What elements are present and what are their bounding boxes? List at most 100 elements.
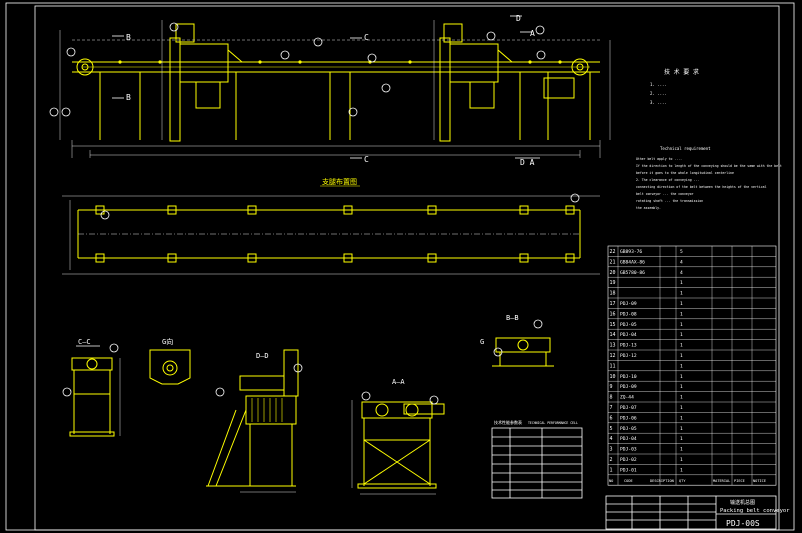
bom-row-code: PDJ-04 — [620, 332, 637, 338]
bom-row-number: 15 — [610, 322, 616, 328]
bom-row-number: 6 — [610, 415, 613, 421]
bom-row-qty: 1 — [680, 322, 683, 328]
tech-req-heading-en: Technical requirement — [660, 146, 711, 151]
tech-req-en-line-6: belt conveyor ... the conveyor — [636, 192, 694, 196]
bom-row-number: 18 — [610, 291, 616, 297]
title-block: 输送机总图 Packing belt conveyor PDJ-00S — [605, 495, 790, 530]
bom-header-cell: DESCRIPTION — [650, 479, 674, 483]
bom-row-code: GB5780-86 — [620, 270, 645, 276]
tech-req-en-line-5: connecting direction of the belt between… — [636, 185, 767, 189]
bom-row-qty: 1 — [680, 405, 683, 411]
drawing-frame-inner — [34, 5, 780, 531]
bom-row-number: 21 — [610, 259, 616, 265]
main-elevation-view: B B C C D A D A — [49, 14, 611, 167]
bom-row-code: PDJ-04 — [620, 436, 637, 442]
view-g: G向 — [149, 337, 191, 385]
title-project-en: Packing belt conveyor — [720, 508, 790, 514]
tech-req-en-line-7: rotating shaft ... the transmission — [636, 199, 703, 203]
bom-header-cell: NOTICE — [753, 479, 766, 483]
bom-row-code: PDJ-09 — [620, 384, 637, 390]
bom-row-qty: 1 — [680, 291, 683, 297]
section-mark-b-bottom: B — [126, 93, 131, 102]
tech-req-cn-line-3: 3. .... — [650, 100, 667, 105]
spec-table-heading: 技术性能参数表 — [494, 419, 522, 425]
bom-row-qty: 1 — [680, 363, 683, 369]
bom-row-number: 2 — [610, 457, 613, 463]
section-mark-d-top: D — [516, 14, 521, 23]
section-g-label: G — [480, 338, 484, 346]
tech-req-en-line-8: the assembly. — [636, 206, 661, 210]
section-cc-label: C—C — [78, 338, 91, 346]
technical-requirements: 技 术 要 求 1. .... 2. .... 3. .... Technica… — [636, 68, 782, 210]
plan-view-title: 支腿布置图 — [322, 177, 357, 186]
bom-row-qty: 4 — [680, 270, 683, 276]
bom-row-qty: 1 — [680, 311, 683, 317]
tech-req-en-line-3: before it goes to the whole longitudinal… — [636, 171, 734, 175]
bom-row-code: PDJ-01 — [620, 467, 637, 473]
bom-row-qty: 1 — [680, 374, 683, 380]
bom-row-number: 3 — [610, 447, 613, 453]
bom-row-number: 17 — [610, 301, 616, 307]
bom-row-number: 7 — [610, 405, 613, 411]
bom-row-number: 19 — [610, 280, 616, 286]
bom-row-number: 4 — [610, 436, 613, 442]
bom-row-code: PDJ-07 — [620, 405, 637, 411]
bom-row-number: 12 — [610, 353, 616, 359]
bom-row-number: 10 — [610, 374, 616, 380]
bom-row-code: PDJ-13 — [620, 343, 637, 349]
section-bb-label: B—B — [506, 314, 519, 322]
tech-req-cn-line-2: 2. .... — [650, 91, 667, 96]
bom-row-number: 9 — [610, 384, 613, 390]
tech-req-en-line-2: If the direction to length of the convey… — [636, 164, 782, 168]
bom-row-qty: 1 — [680, 415, 683, 421]
bom-row-code: PDJ-05 — [620, 322, 637, 328]
bom-row-number: 16 — [610, 311, 616, 317]
section-view-bb: B—B G — [480, 314, 554, 367]
bom-row-code: PDJ-10 — [620, 374, 637, 380]
bom-header-cell: PIECE — [734, 479, 745, 483]
view-g-label: G向 — [162, 337, 173, 346]
bom-row-qty: 1 — [680, 332, 683, 338]
bom-header-cell: CODE — [624, 479, 633, 483]
bom-row-qty: 1 — [680, 457, 683, 463]
bom-row-qty: 4 — [680, 259, 683, 265]
section-mark-a-top: A — [530, 29, 535, 38]
bom-row-qty: 1 — [680, 353, 683, 359]
section-aa-label: A—A — [392, 378, 405, 386]
bom-row-number: 5 — [610, 426, 613, 432]
section-view-dd: D—D — [206, 349, 303, 493]
bom-row-code: PDJ-12 — [620, 353, 637, 359]
bom-row-number: 20 — [610, 270, 616, 276]
bom-row-qty: 1 — [680, 426, 683, 432]
bom-row-code: PDJ-05 — [620, 426, 637, 432]
bom-row-code: PDJ-06 — [620, 415, 637, 421]
section-mark-c-bottom: C — [364, 155, 369, 164]
bom-row-qty: 1 — [680, 395, 683, 401]
bom-row-code: PDJ-08 — [620, 311, 637, 317]
bom-row-number: 11 — [610, 363, 616, 369]
bom-row-code: GB893-76 — [620, 249, 642, 255]
bom-row-number: 8 — [610, 395, 613, 401]
bom-row-qty: 1 — [680, 436, 683, 442]
bom-row-qty: 1 — [680, 343, 683, 349]
bom-row-number: 14 — [610, 332, 616, 338]
section-mark-b-top: B — [126, 33, 131, 42]
bom-row-code: PDJ-02 — [620, 457, 637, 463]
section-view-cc: C—C — [62, 338, 121, 437]
bom-header-cell: NO — [609, 479, 613, 483]
bom-row-code: PDJ-03 — [620, 447, 637, 453]
bom-row-number: 1 — [610, 467, 613, 473]
bom-row-number: 13 — [610, 343, 616, 349]
section-mark-c-top: C — [364, 33, 369, 42]
leg-layout-plan-view: 支腿布置图 — [62, 177, 600, 275]
section-mark-da-bottom: D A — [520, 158, 535, 167]
tech-req-en-line-4: 2. The clearance of conveying ... — [636, 178, 699, 182]
bom-row-number: 22 — [610, 249, 616, 255]
title-drawing-no: PDJ-00S — [726, 519, 760, 528]
bom-frame — [607, 245, 777, 486]
tech-req-cn-line-1: 1. .... — [650, 82, 667, 87]
bom-row-qty: 1 — [680, 467, 683, 473]
technical-performance-table: 技术性能参数表 TECHNICAL PERFORMANCE CELL — [491, 419, 583, 499]
